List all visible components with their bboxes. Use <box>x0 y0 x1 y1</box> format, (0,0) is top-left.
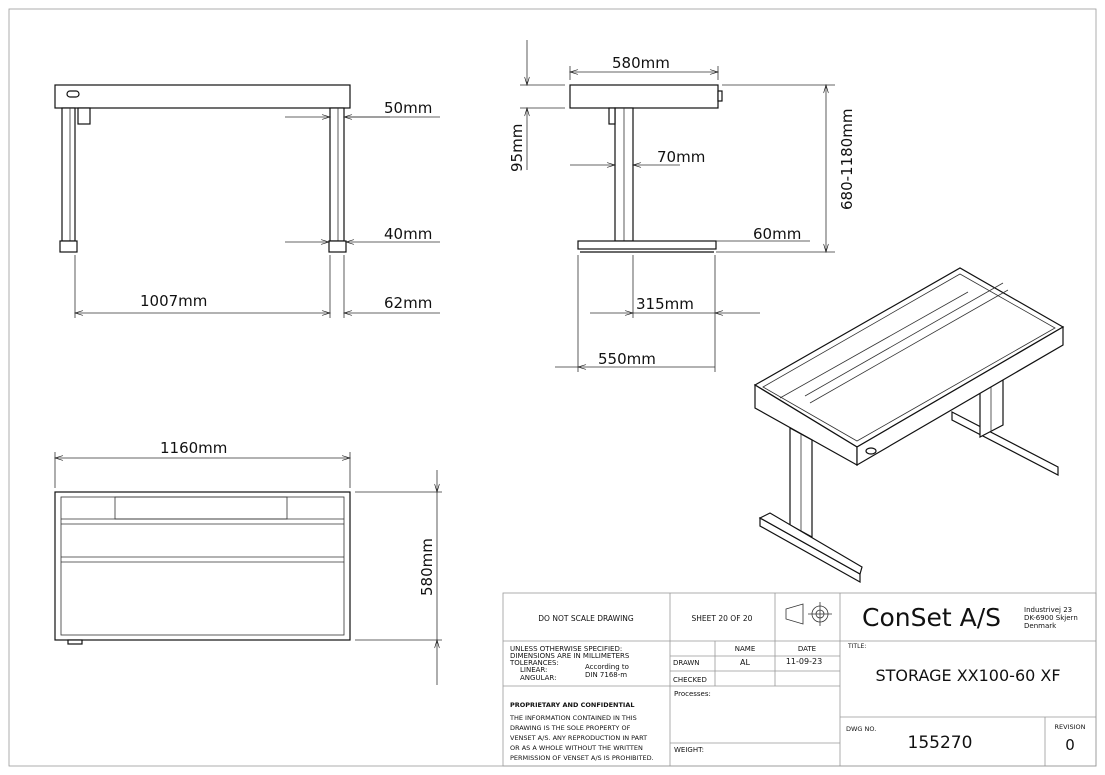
spec-line: DIMENSIONS ARE IN MILLIMETERS <box>510 652 630 660</box>
tolerance-value: According to <box>585 663 629 671</box>
date-header: DATE <box>798 645 816 653</box>
dim-offset: 315mm <box>636 295 694 313</box>
dwg-number: 155270 <box>908 733 973 753</box>
drawing-title: STORAGE XX100-60 XF <box>875 666 1060 685</box>
drawn-name: AL <box>740 658 750 667</box>
proprietary-line: THE INFORMATION CONTAINED IN THIS <box>509 714 637 722</box>
title-block: DO NOT SCALE DRAWING SHEET 20 OF 20 ConS… <box>502 592 1097 767</box>
dwg-label: DWG NO. <box>846 725 876 733</box>
spec-line: TOLERANCES: <box>509 659 559 667</box>
drawn-date: 11-09-23 <box>786 657 822 666</box>
dim-top-height: 95mm <box>508 124 526 172</box>
company-name: ConSet A/S <box>862 603 1001 632</box>
dim-top-thickness: 50mm <box>384 99 432 117</box>
checked-label: CHECKED <box>673 676 707 684</box>
drawn-label: DRAWN <box>673 659 700 667</box>
dim-depth: 580mm <box>612 54 670 72</box>
proprietary-line: OR AS A WHOLE WITHOUT THE WRITTEN <box>510 744 643 752</box>
spec-line: ANGULAR: <box>520 674 556 682</box>
dim-leg-span: 1007mm <box>140 292 207 310</box>
isometric-view <box>753 267 1065 584</box>
dim-foot-length: 550mm <box>598 350 656 368</box>
projection-symbol-icon <box>785 602 832 626</box>
dim-base: 60mm <box>753 225 801 243</box>
dim-foot-height: 40mm <box>384 225 432 243</box>
proprietary-line: DRAWING IS THE SOLE PROPERTY OF <box>510 724 631 732</box>
dim-height-range: 680-1180mm <box>838 109 856 210</box>
spec-line: UNLESS OTHERWISE SPECIFIED: <box>510 645 622 653</box>
front-view: 50mm 40mm 1007mm 62mm <box>54 84 440 318</box>
top-view: 1160mm 580mm <box>55 439 442 685</box>
address-line-3: Denmark <box>1024 622 1057 630</box>
proprietary-heading: PROPRIETARY AND CONFIDENTIAL <box>510 701 635 709</box>
name-header: NAME <box>735 645 756 653</box>
weight-label: WEIGHT: <box>674 746 704 754</box>
side-view: 580mm 95mm 70mm 60mm 680-1180mm 315mm 55… <box>508 40 856 372</box>
dim-column: 70mm <box>657 148 705 166</box>
proprietary-line: VENSET A/S. ANY REPRODUCTION IN PART <box>510 734 647 742</box>
dim-top-width: 1160mm <box>160 439 227 457</box>
sheet-label: SHEET 20 OF 20 <box>692 614 753 623</box>
dim-top-depth: 580mm <box>418 538 436 596</box>
do-not-scale-label: DO NOT SCALE DRAWING <box>538 614 634 623</box>
address-line-2: DK-6900 Skjern <box>1024 614 1078 622</box>
processes-label: Processes: <box>674 690 711 698</box>
tolerance-value: DIN 7168-m <box>585 671 627 679</box>
revision-label: REVISION <box>1054 723 1085 731</box>
spec-line: LINEAR: <box>520 666 547 674</box>
revision-value: 0 <box>1065 736 1075 754</box>
dim-foot-width: 62mm <box>384 294 432 312</box>
proprietary-line: PERMISSION OF VENSET A/S IS PROHIBITED. <box>510 754 654 762</box>
title-label: TITLE: <box>847 643 866 650</box>
handset-icon <box>865 447 877 455</box>
address-line-1: Industrivej 23 <box>1024 606 1072 614</box>
